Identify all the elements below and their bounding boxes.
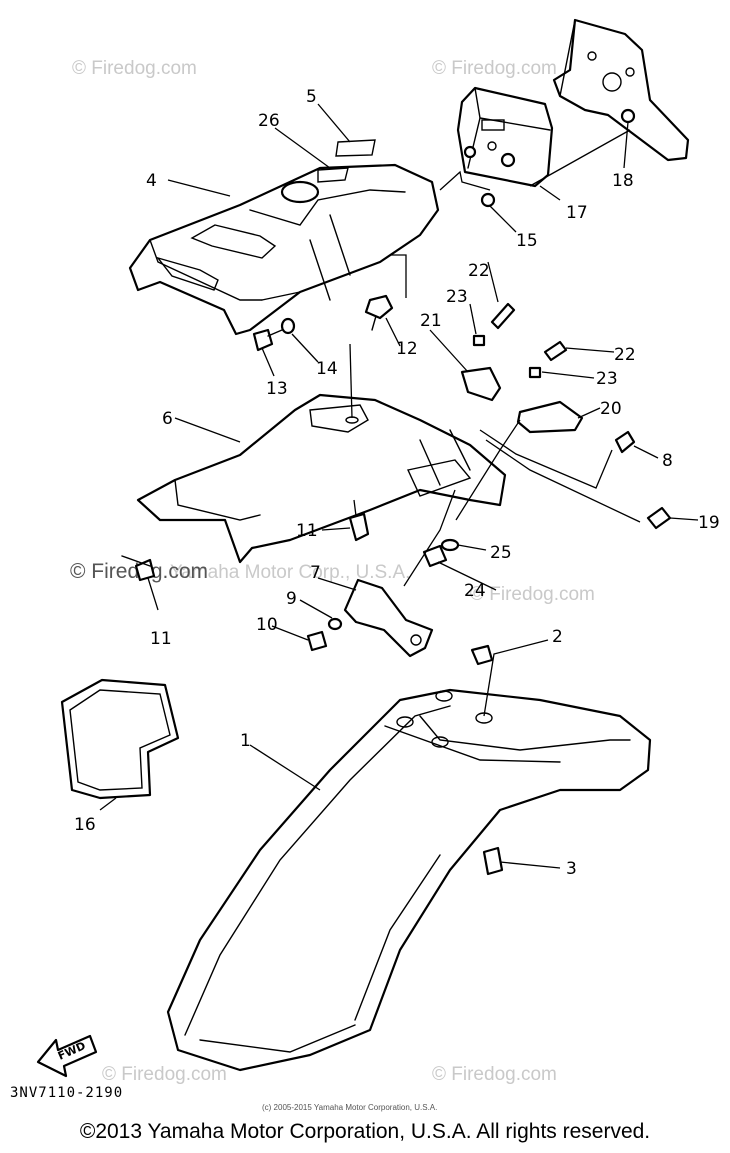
- callout-20: 20: [600, 399, 622, 419]
- part-3-bolt: [482, 846, 504, 876]
- part-17-18-light-assembly: [456, 18, 690, 188]
- leader-lines: [99, 103, 699, 869]
- watermark-top-right: © Firedog.com: [432, 58, 557, 79]
- callout-25: 25: [490, 543, 512, 563]
- part-1-front-fender: [166, 644, 652, 1072]
- watermark-bottom-right: © Firedog.com: [432, 1064, 557, 1085]
- part-hardware-upper: [252, 192, 672, 530]
- callout-18: 18: [612, 171, 634, 191]
- part-16-flap: [60, 678, 180, 800]
- callout-19: 19: [698, 513, 720, 533]
- callout-16: 16: [74, 815, 96, 835]
- callout-26: 26: [258, 111, 280, 131]
- part-8-bolt: [614, 430, 636, 454]
- callout-7: 7: [310, 563, 321, 583]
- watermark-top-left: © Firedog.com: [72, 58, 197, 79]
- small-copyright: (c) 2005-2015 Yamaha Motor Corporation, …: [262, 1103, 438, 1112]
- part-7-bracket-assembly: [306, 538, 460, 658]
- callout-12: 12: [396, 339, 418, 359]
- part-15-nut: [480, 192, 496, 208]
- part-6-fender-panel: [121, 393, 507, 582]
- watermark-mid-right: © Firedog.com: [470, 584, 595, 605]
- fwd-arrow: FWD: [36, 1034, 98, 1078]
- part-4-rear-cover: [128, 139, 440, 336]
- callout-3: 3: [566, 859, 577, 879]
- watermark-bottom-left: © Firedog.com: [102, 1064, 227, 1085]
- callout-10: 10: [256, 615, 278, 635]
- callout-14: 14: [316, 359, 338, 379]
- part-23-washer-b: [528, 366, 542, 379]
- callout-11-upper: 11: [296, 521, 318, 541]
- part-20-bracket: [516, 400, 584, 434]
- part-11-bolt-upper: [348, 512, 370, 542]
- part-21-bracket: [460, 366, 502, 402]
- part-10-nut: [306, 630, 328, 652]
- part-25-washer: [440, 538, 460, 552]
- part-11-bolt-lower: [134, 558, 156, 582]
- callout-5: 5: [306, 87, 317, 107]
- callout-21: 21: [420, 311, 442, 331]
- callout-labels: 1 2 3 4 5 6 7 8 9 10 11 11 12 13 14 15 1…: [74, 87, 720, 879]
- part-22-bolt-a: [490, 302, 516, 330]
- part-2-nut: [470, 644, 494, 666]
- callout-15: 15: [516, 231, 538, 251]
- callout-4: 4: [146, 171, 157, 191]
- callout-22-upper: 22: [468, 261, 490, 281]
- part-12-bolt: [364, 294, 394, 320]
- part-14-washer: [280, 317, 296, 335]
- part-22-bolt-b: [543, 340, 568, 362]
- part-13-bolt: [252, 328, 274, 352]
- callout-2: 2: [552, 627, 563, 647]
- part-24-nut: [422, 544, 448, 568]
- copyright-notice: ©2013 Yamaha Motor Corporation, U.S.A. A…: [79, 1120, 651, 1143]
- callout-13: 13: [266, 379, 288, 399]
- callout-8: 8: [662, 451, 673, 471]
- callout-23-right: 23: [596, 369, 618, 389]
- diagram-code: 3NV7110-2190: [10, 1085, 124, 1101]
- watermark-corp: Yamaha Motor Corp., U.S.A.: [170, 562, 410, 583]
- callout-9: 9: [286, 589, 297, 609]
- callout-23-upper: 23: [446, 287, 468, 307]
- callout-17: 17: [566, 203, 588, 223]
- part-19-clip: [646, 506, 672, 530]
- callout-11-lower: 11: [150, 629, 172, 649]
- callout-1: 1: [240, 731, 251, 751]
- callout-6: 6: [162, 409, 173, 429]
- callout-24: 24: [464, 581, 486, 601]
- part-23-washer-a: [472, 334, 486, 347]
- callout-22-right: 22: [614, 345, 636, 365]
- part-9-washer: [327, 617, 343, 631]
